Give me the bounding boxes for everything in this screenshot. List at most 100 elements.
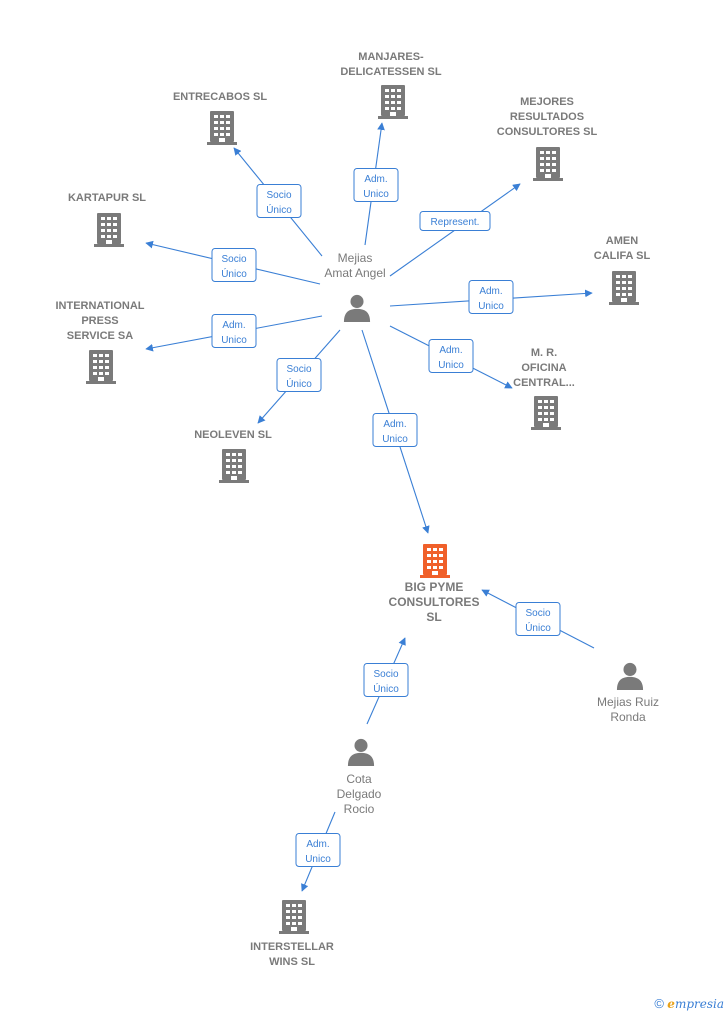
edge-label-text: Socio xyxy=(286,364,311,375)
building-icon xyxy=(219,449,249,483)
edge-label-badge[interactable]: Adm. Unico xyxy=(428,339,474,373)
node-label: Ronda xyxy=(610,710,646,724)
person-icon xyxy=(347,738,375,766)
edge-label-badge[interactable]: Adm. Unico xyxy=(211,314,257,348)
edge-label-box xyxy=(211,248,257,282)
edge-label-text: Único xyxy=(266,203,292,216)
brand-initial: e xyxy=(667,997,675,1011)
building-icon xyxy=(94,213,124,247)
node-label: WINS SL xyxy=(269,956,315,968)
edge-label-text: Único xyxy=(286,377,312,390)
copyright-icon: © xyxy=(654,996,664,1011)
edge-label-box xyxy=(428,339,474,373)
edge-label-text: Único xyxy=(373,682,399,695)
node-label: Amat Angel xyxy=(324,266,385,280)
node-mejores[interactable]: MEJORES RESULTADOS CONSULTORES SL xyxy=(497,96,598,181)
edge-label-text: Único xyxy=(525,621,551,634)
building-icon xyxy=(378,85,408,119)
edge-label-badge[interactable]: Represent. xyxy=(419,211,491,231)
edge-label-text: Socio xyxy=(266,190,291,201)
node-interstellar[interactable]: INTERSTELLAR WINS SL xyxy=(250,900,334,968)
brand-name: mpresia xyxy=(674,997,724,1011)
node-label: MANJARES- xyxy=(358,51,424,63)
node-label: Delgado xyxy=(337,787,382,801)
edge-label-text: Socio xyxy=(373,669,398,680)
node-manjares[interactable]: MANJARES- DELICATESSEN SL xyxy=(340,51,442,119)
edge-label-box xyxy=(468,280,514,314)
node-label: KARTAPUR SL xyxy=(68,192,146,204)
node-label: M. R. xyxy=(531,347,557,359)
person-icon xyxy=(616,662,644,690)
node-label: RESULTADOS xyxy=(510,111,584,123)
node-label: PRESS xyxy=(81,315,118,327)
edge-label-text: Adm. xyxy=(364,174,387,185)
node-mr-oficina[interactable]: M. R.OFICINACENTRAL... xyxy=(513,347,575,430)
edge-label-box xyxy=(211,314,257,348)
edge-label-text: Unico xyxy=(438,360,464,371)
building-icon xyxy=(420,544,450,578)
edge-label-box xyxy=(419,211,491,231)
edge-label-text: Único xyxy=(221,267,247,280)
edge-label-badge[interactable]: Adm. Unico xyxy=(468,280,514,314)
building-icon xyxy=(279,900,309,934)
edge-label-text: Represent. xyxy=(431,217,480,228)
edge-label-text: Socio xyxy=(525,608,550,619)
node-label: Rocio xyxy=(344,802,375,816)
edge-label-text: Adm. xyxy=(439,345,462,356)
edge-label-box xyxy=(353,168,399,202)
edge-label-text: Socio xyxy=(221,254,246,265)
edge-label-text: Unico xyxy=(363,189,389,200)
edge-label-box xyxy=(372,413,418,447)
edge-label-box xyxy=(363,663,409,697)
edge-label-box xyxy=(276,358,322,392)
node-label: OFICINA xyxy=(521,362,566,374)
edge-label-text: Unico xyxy=(478,301,504,312)
edge-label-text: Unico xyxy=(221,335,247,346)
building-icon xyxy=(207,111,237,145)
node-kartapur[interactable]: KARTAPUR SL xyxy=(68,192,146,247)
person-icon xyxy=(343,294,371,322)
edge-label-box xyxy=(295,833,341,867)
node-label: SERVICE SA xyxy=(67,330,133,342)
node-label: MEJORES xyxy=(520,96,574,108)
node-label: CALIFA SL xyxy=(594,250,651,262)
edge-label-badge[interactable]: Adm.Unico xyxy=(295,833,341,867)
node-label: INTERSTELLAR xyxy=(250,941,334,953)
building-icon xyxy=(533,147,563,181)
building-icon xyxy=(609,271,639,305)
building-icon xyxy=(531,396,561,430)
edge-label-badge[interactable]: Adm. Unico xyxy=(353,168,399,202)
node-neoleven[interactable]: NEOLEVEN SL xyxy=(194,429,272,483)
node-label: INTERNATIONAL xyxy=(55,300,144,312)
edge-label-text: Adm. xyxy=(479,286,502,297)
node-label: BIG PYME xyxy=(405,580,464,594)
node-label: DELICATESSEN SL xyxy=(340,66,442,78)
edge-label-box xyxy=(515,602,561,636)
edge-label-text: Adm. xyxy=(383,419,406,430)
node-entrecabos[interactable]: ENTRECABOS SL xyxy=(173,91,267,145)
node-label: NEOLEVEN SL xyxy=(194,429,272,441)
edge-label-text: Unico xyxy=(382,434,408,445)
node-international[interactable]: INTERNATIONAL PRESS SERVICE SA xyxy=(55,300,145,384)
brand-footer: © empresia xyxy=(654,996,724,1011)
edge-label-badge[interactable]: Adm. Unico xyxy=(372,413,418,447)
edge-label-text: Unico xyxy=(305,854,331,865)
node-label: CONSULTORES xyxy=(389,595,480,609)
node-label: CONSULTORES SL xyxy=(497,126,598,138)
node-label: Cota xyxy=(346,772,372,786)
node-label: ENTRECABOS SL xyxy=(173,91,267,103)
edge-label-text: Adm. xyxy=(222,320,245,331)
node-label: Mejias Ruiz xyxy=(597,695,659,709)
